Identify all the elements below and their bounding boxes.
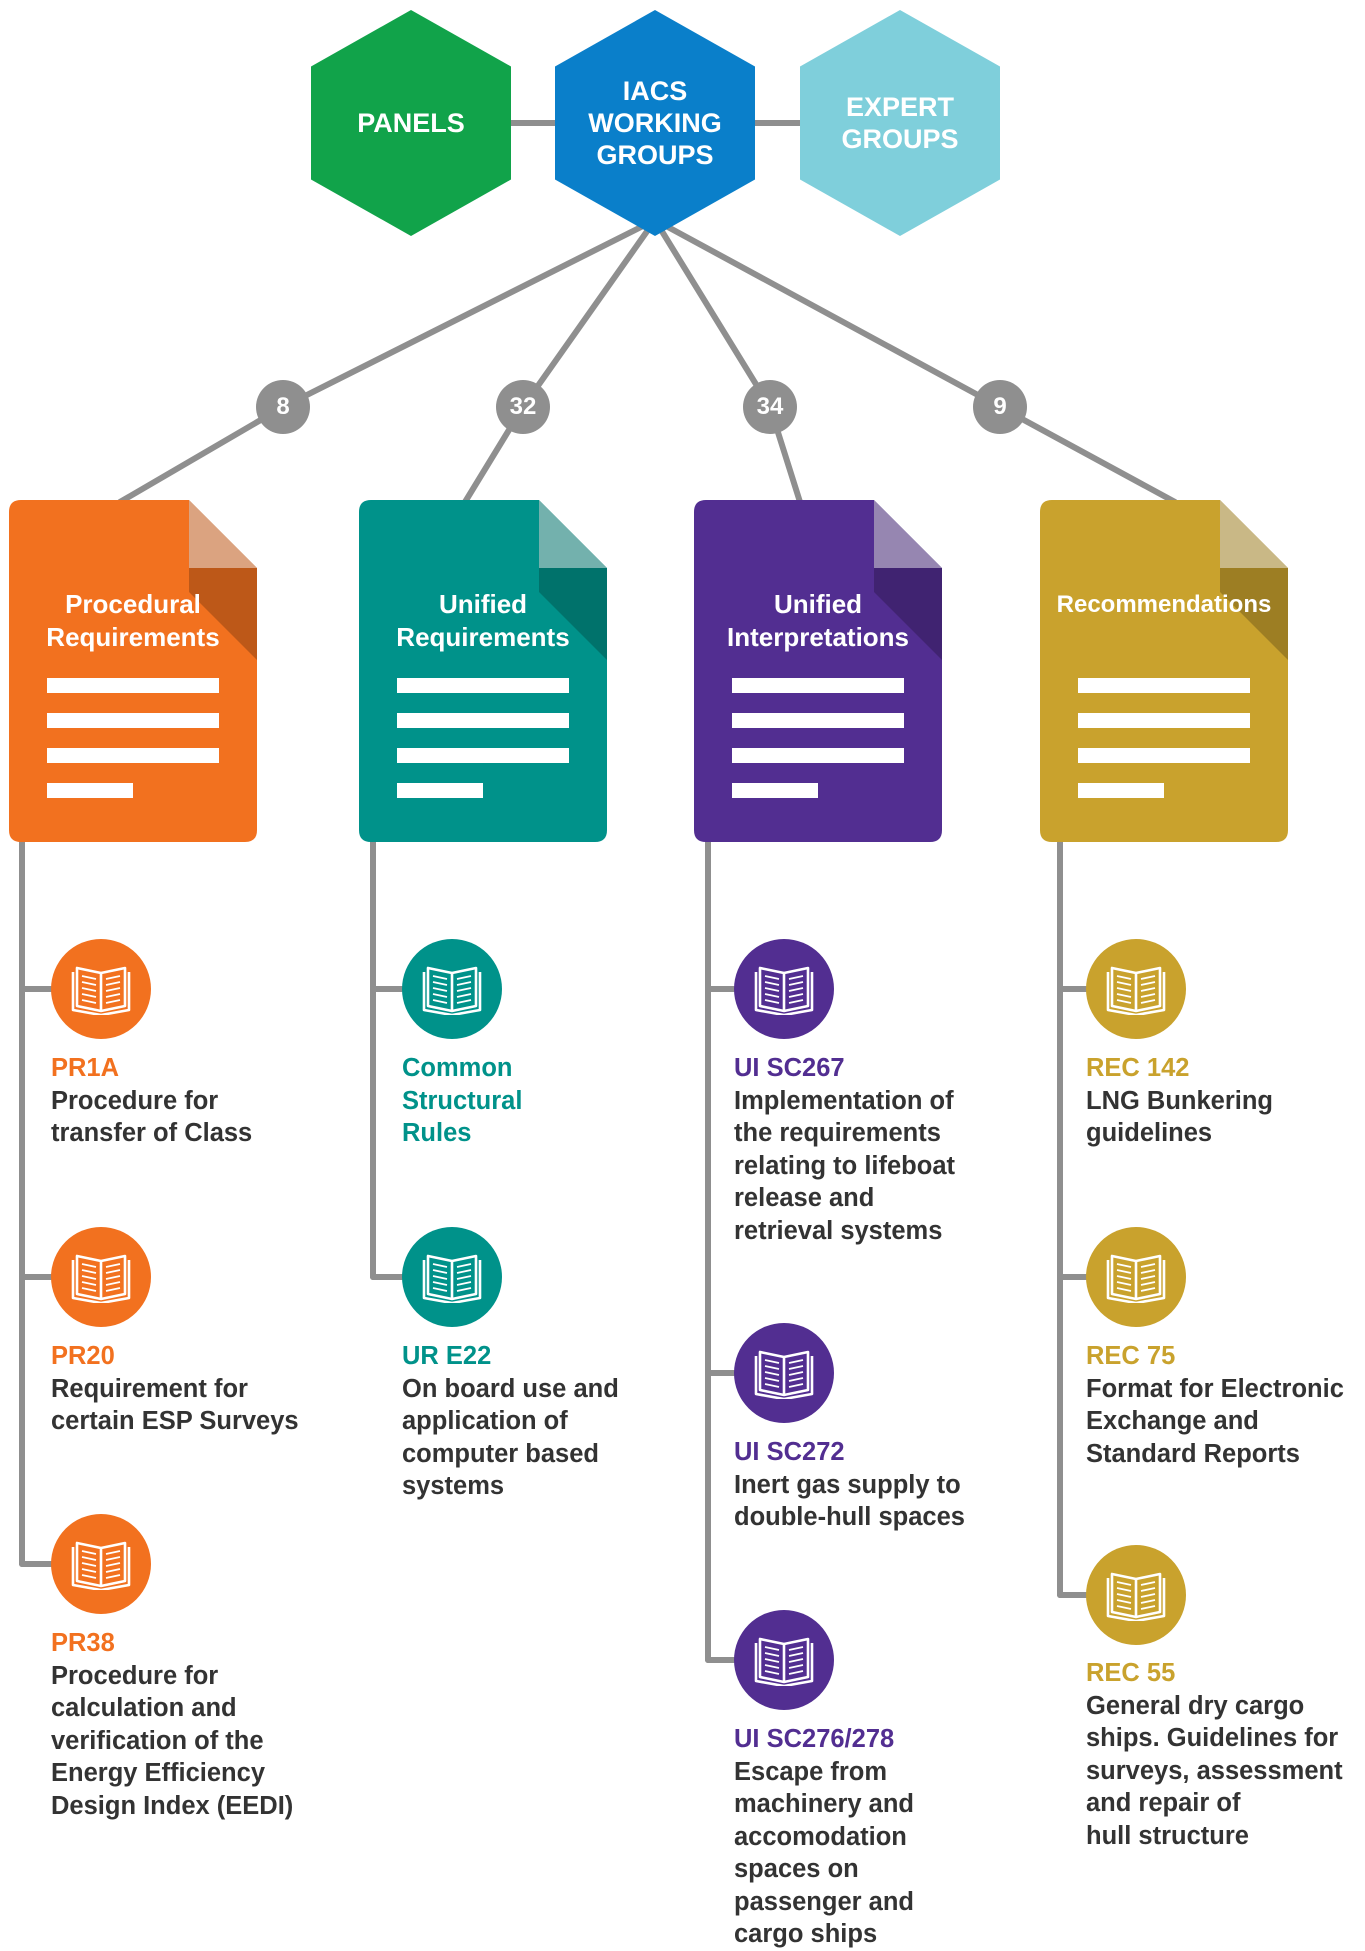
item-description: General dry cargo ships. Guidelines for … xyxy=(1086,1691,1343,1850)
count-label: 8 xyxy=(276,393,290,420)
branch-line xyxy=(997,404,1178,505)
list-item: PR20 Requirement for certain ESP Surveys xyxy=(51,1340,351,1438)
item-code: Common Structural Rules xyxy=(402,1054,523,1147)
procedural-requirements-document: Procedural Requirements xyxy=(9,500,257,842)
item-code: UR E22 xyxy=(402,1342,492,1370)
list-item: PR38 Procedure for calculation and verif… xyxy=(51,1627,351,1822)
document-fold xyxy=(1220,500,1288,568)
open-book-icon xyxy=(51,1227,151,1327)
item-code: REC 75 xyxy=(1086,1342,1176,1370)
open-book-icon xyxy=(1086,1545,1186,1645)
branch-line xyxy=(520,217,658,410)
document-fold xyxy=(874,500,942,568)
open-book-icon xyxy=(1086,939,1186,1039)
open-book-icon xyxy=(734,939,834,1039)
count-badge: 32 xyxy=(496,380,550,434)
open-book-icon xyxy=(734,1323,834,1423)
document-line xyxy=(732,678,904,693)
document-line xyxy=(732,783,818,798)
item-code: UI SC276/278 xyxy=(734,1725,895,1753)
document-title: Recommendations xyxy=(1056,591,1272,618)
count-label: 32 xyxy=(509,393,537,420)
branch-line xyxy=(117,404,286,505)
count-badge: 9 xyxy=(973,380,1027,434)
item-description: On board use and application of computer… xyxy=(402,1374,619,1501)
open-book-icon xyxy=(402,939,502,1039)
open-book-icon xyxy=(51,939,151,1039)
list-item: REC 75 Format for Electronic Exchange an… xyxy=(1086,1340,1365,1470)
document-line xyxy=(1078,678,1250,693)
open-book-icon xyxy=(734,1610,834,1710)
item-description: Inert gas supply to double-hull spaces xyxy=(734,1470,965,1532)
count-label: 9 xyxy=(993,393,1007,420)
document-fold-shadow xyxy=(874,500,942,660)
item-code: PR1A xyxy=(51,1054,120,1082)
document-line xyxy=(732,748,904,763)
item-description: LNG Bunkering guidelines xyxy=(1086,1086,1274,1148)
branch-line xyxy=(280,217,658,410)
document-line xyxy=(1078,748,1250,763)
document-line xyxy=(47,783,133,798)
item-description: Procedure for transfer of Class xyxy=(51,1086,253,1148)
document-line xyxy=(47,748,219,763)
open-book-icon xyxy=(1086,1227,1186,1327)
item-description: Requirement for certain ESP Surveys xyxy=(51,1374,299,1436)
document-line xyxy=(47,713,219,728)
item-code: PR38 xyxy=(51,1629,115,1657)
recommendations-document: Recommendations xyxy=(1040,500,1288,842)
document-line xyxy=(397,783,483,798)
list-item: PR1A Procedure for transfer of Class xyxy=(51,1052,351,1150)
branch-line xyxy=(652,217,773,410)
item-code: REC 142 xyxy=(1086,1054,1190,1082)
item-code: UI SC267 xyxy=(734,1054,845,1082)
count-badge: 34 xyxy=(743,380,797,434)
count-badge: 8 xyxy=(256,380,310,434)
item-description: Format for Electronic Exchange and Stand… xyxy=(1086,1374,1344,1468)
open-book-icon xyxy=(402,1227,502,1327)
list-item: REC 142 LNG Bunkering guidelines xyxy=(1086,1052,1365,1150)
document-fold-shadow xyxy=(189,500,257,660)
document-line xyxy=(397,748,569,763)
document-fold-shadow xyxy=(1220,500,1288,660)
panels-hexagon: PANELS xyxy=(311,10,511,236)
list-item: Common Structural Rules xyxy=(402,1052,702,1150)
list-item: UI SC272 Inert gas supply to double-hull… xyxy=(734,1436,1034,1534)
unified-interpretations-document: Unified Interpretations xyxy=(694,500,942,842)
branch-line xyxy=(652,217,1003,410)
list-item: UI SC276/278 Escape from machinery and a… xyxy=(734,1723,1034,1951)
document-line xyxy=(1078,713,1250,728)
open-book-icon xyxy=(51,1514,151,1614)
document-fold-shadow xyxy=(539,500,607,660)
document-line xyxy=(397,678,569,693)
item-description: Escape from machinery and accomodation s… xyxy=(734,1757,914,1949)
document-title: Procedural Requirements xyxy=(46,589,220,652)
unified-requirements-document: Unified Requirements xyxy=(359,500,607,842)
working-groups-label: IACS WORKING GROUPS xyxy=(588,76,722,170)
list-item: REC 55 General dry cargo ships. Guidelin… xyxy=(1086,1657,1365,1852)
document-line xyxy=(397,713,569,728)
document-line xyxy=(47,678,219,693)
document-line xyxy=(1078,783,1164,798)
document-title: Unified Interpretations xyxy=(726,589,910,652)
item-code: UI SC272 xyxy=(734,1438,845,1466)
expert-groups-label: EXPERT GROUPS xyxy=(841,92,959,154)
list-item: UI SC267 Implementation of the requireme… xyxy=(734,1052,1034,1247)
document-fold xyxy=(539,500,607,568)
item-description: Procedure for calculation and verificati… xyxy=(51,1661,294,1820)
document-line xyxy=(732,713,904,728)
count-label: 34 xyxy=(756,393,784,420)
list-item: UR E22 On board use and application of c… xyxy=(402,1340,702,1503)
item-description: Implementation of the requirements relat… xyxy=(734,1086,956,1245)
panels-label: PANELS xyxy=(357,108,465,138)
document-fold xyxy=(189,500,257,568)
item-code: PR20 xyxy=(51,1342,115,1370)
item-code: REC 55 xyxy=(1086,1659,1176,1687)
document-title: Unified Requirements xyxy=(396,589,570,652)
